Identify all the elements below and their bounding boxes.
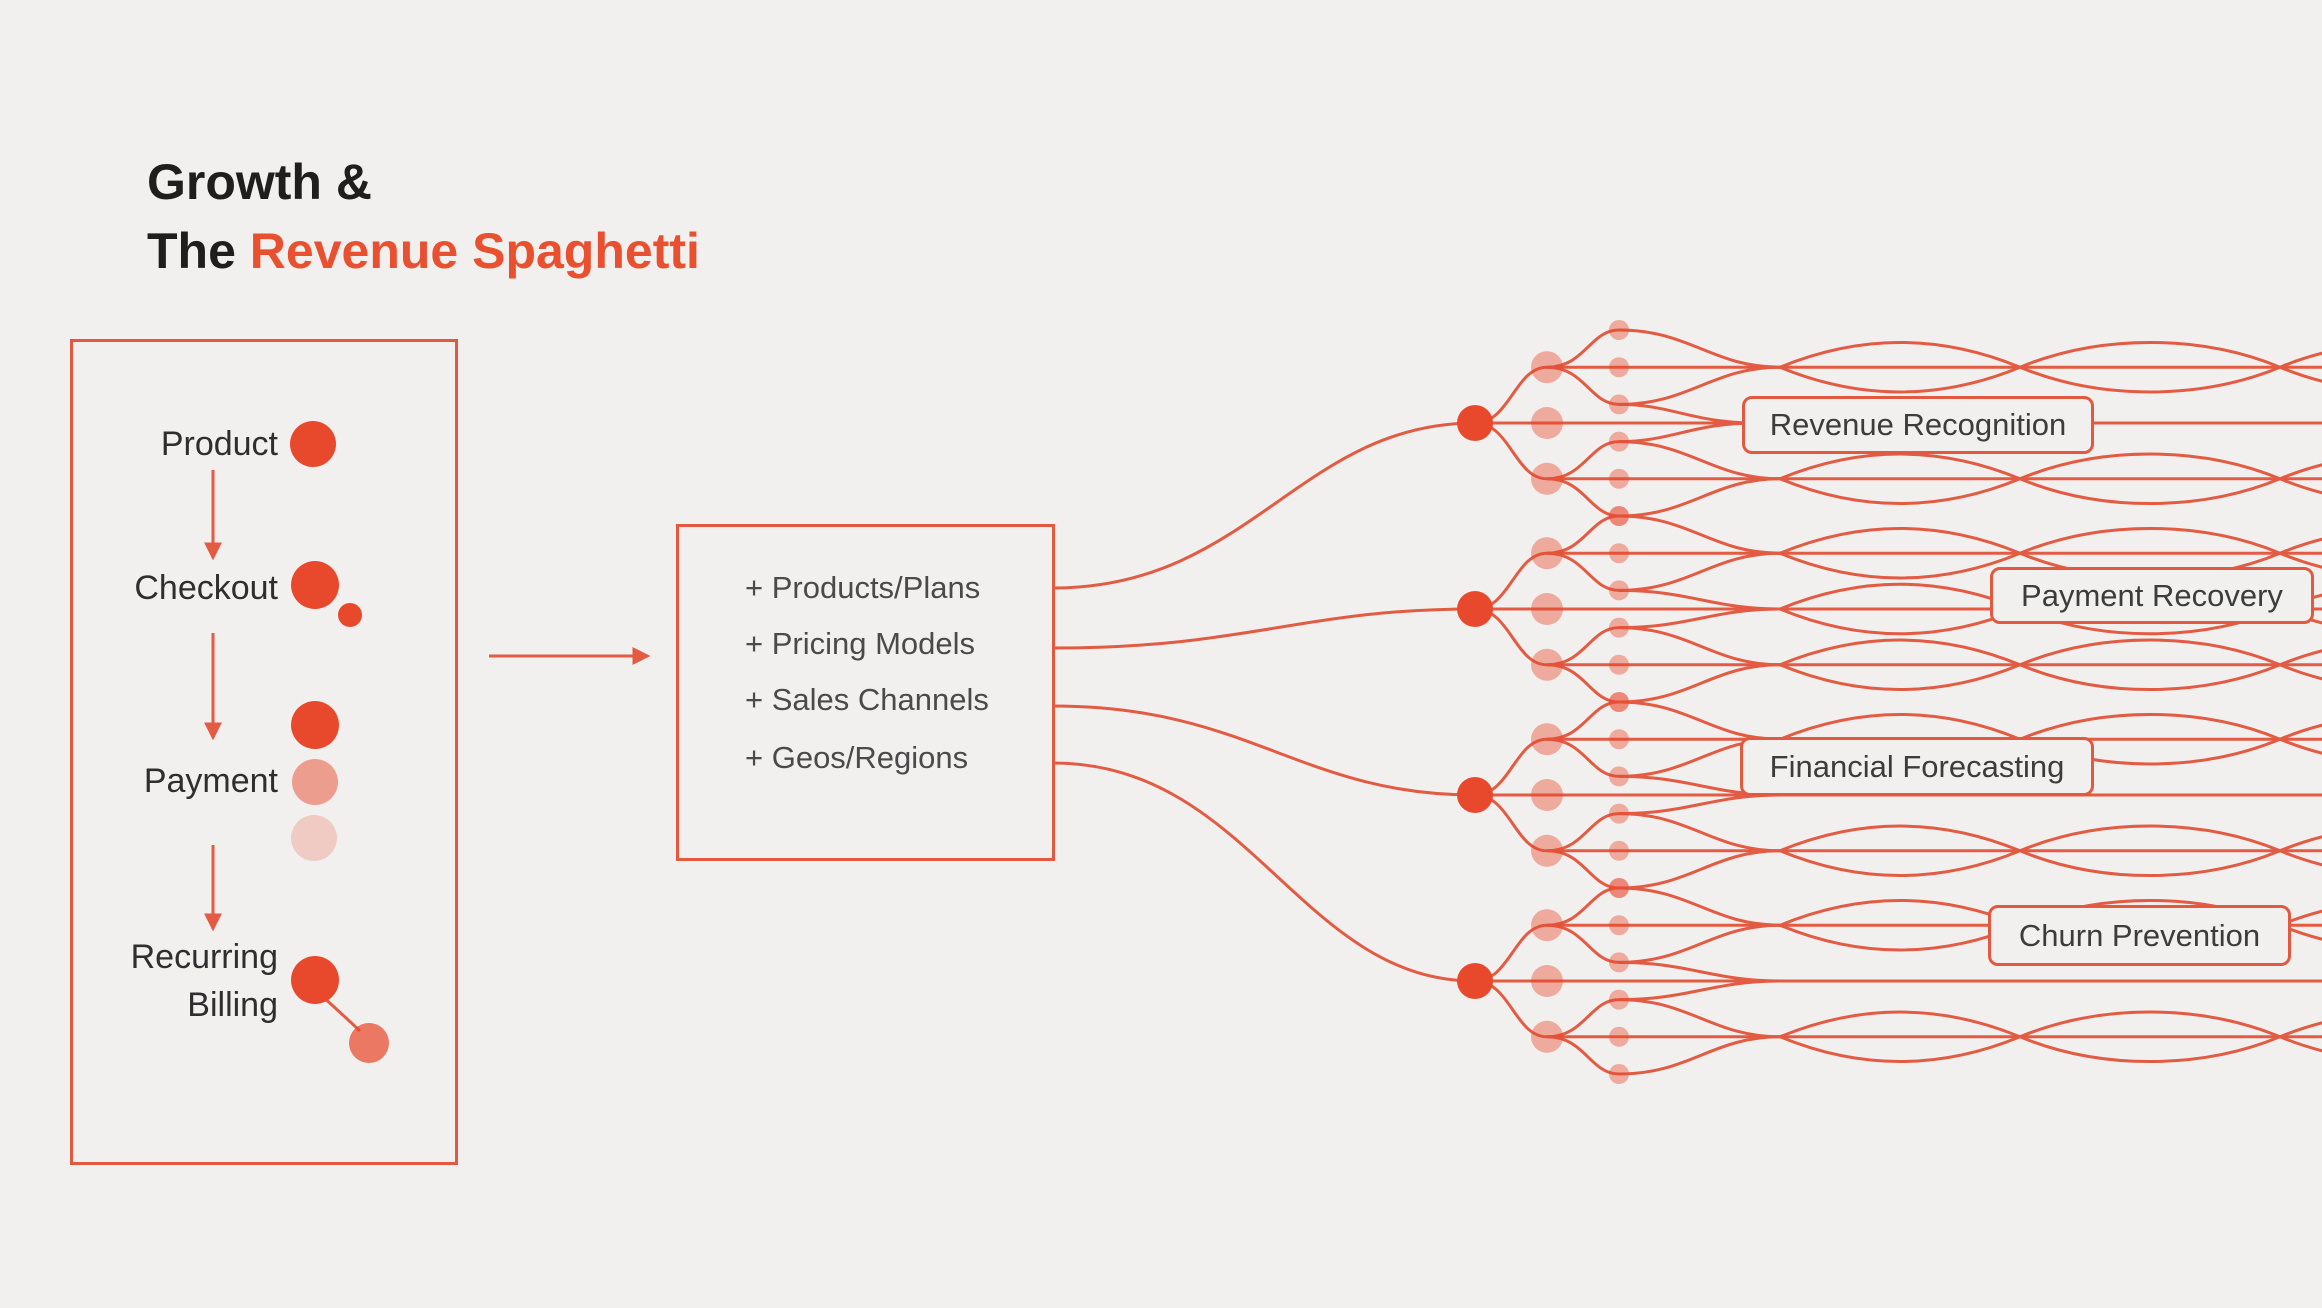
outcome-label-financial-forecasting: Financial Forecasting [1740,737,2094,796]
outcome-label-revenue-recognition: Revenue Recognition [1742,396,2094,454]
title-line2: The Revenue Spaghetti [147,217,700,286]
funnel-outline-box [70,339,458,1165]
outcome-label-revenue-recognition-text: Revenue Recognition [1769,407,2067,442]
outcome-label-financial-forecasting-text: Financial Forecasting [1769,748,2065,784]
factor-item-pricing-models: + Pricing Models [745,626,976,661]
funnel-step-recurring-billing: Recurring Billing [130,938,278,1024]
factor-item-geos-regions: + Geos/Regions [745,740,969,775]
outcome-label-churn-prevention-text: Churn Prevention [2018,917,2261,953]
funnel-step-payment: Payment [143,762,278,800]
outcome-label-payment-recovery-text: Payment Recovery [2021,577,2283,613]
page-title: Growth & The Revenue Spaghetti [147,148,700,286]
spaghetti-nodes [1457,320,1629,1084]
factor-item-products-plans: + Products/Plans [745,570,981,605]
title-line2-prefix: The [147,223,250,279]
funnel-graphics [204,421,651,1063]
outcome-label-churn-prevention: Churn Prevention [1988,905,2291,966]
funnel-step-checkout: Checkout [134,569,278,607]
factors-outline-box [676,524,1055,861]
outcome-label-payment-recovery: Payment Recovery [1990,567,2314,624]
title-line1: Growth & [147,154,372,210]
funnel-step-product: Product [160,425,278,463]
title-line2-accent: Revenue Spaghetti [249,223,700,279]
factor-item-sales-channels: + Sales Channels [745,682,989,717]
